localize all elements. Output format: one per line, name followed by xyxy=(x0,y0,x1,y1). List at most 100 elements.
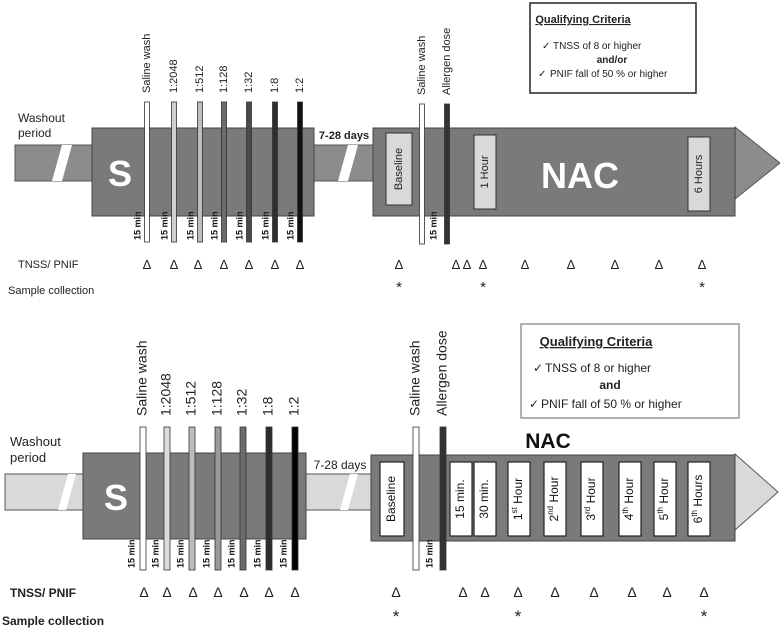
top-tnss-marker: Δ xyxy=(655,257,664,272)
top-tnss-marker: Δ xyxy=(463,257,472,272)
bottom-nac-box-9: 6th Hours xyxy=(687,461,711,537)
bottom-nac-box-8: 5th Hour xyxy=(653,461,677,537)
top-screening-dose-2: 1:2048 15 min xyxy=(159,59,180,243)
top-nac-interval-label: 15 min xyxy=(428,211,438,240)
bottom-nac-box-4: 1st Hour xyxy=(507,461,531,537)
bottom-tnss-marker: Δ xyxy=(589,584,598,600)
bottom-nac-box-1: Baseline xyxy=(379,461,405,537)
svg-text:15 min.: 15 min. xyxy=(453,479,467,518)
top-tnss-marker: Δ xyxy=(194,257,203,272)
svg-text:30 min.: 30 min. xyxy=(477,479,491,518)
bottom-criteria-line1: TNSS of 8 or higher xyxy=(545,361,651,375)
bottom-nac-label: NAC xyxy=(525,430,571,453)
bottom-washout-label-2: period xyxy=(10,450,46,465)
top-criteria-line1: TNSS of 8 or higher xyxy=(553,41,642,52)
svg-text:1st Hour: 1st Hour xyxy=(510,478,526,520)
bottom-nac-dose-1: Saline wash xyxy=(407,341,423,571)
top-sample-markers: *** xyxy=(396,279,705,296)
svg-text:1:128: 1:128 xyxy=(218,65,230,93)
top-interval-label: 15 min xyxy=(159,211,169,240)
top-screening-dose-1: Saline wash 15 min xyxy=(132,34,153,243)
bottom-interval-label: 15 min xyxy=(278,539,288,568)
bottom-nac-box-2: 15 min. xyxy=(449,461,473,537)
svg-text:1:8: 1:8 xyxy=(269,78,281,93)
bottom-tnss-marker: Δ xyxy=(188,584,197,600)
svg-text:Allergen dose: Allergen dose xyxy=(434,330,450,416)
top-tnss-marker: Δ xyxy=(170,257,179,272)
svg-text:3rd Hour: 3rd Hour xyxy=(583,477,599,520)
top-interval-label: 15 min xyxy=(185,211,195,240)
top-washout-label-2: period xyxy=(18,126,51,140)
svg-text:Saline wash: Saline wash xyxy=(134,341,150,417)
top-interval-label: 15 min xyxy=(209,211,219,240)
top-interval-label: 15 min xyxy=(285,211,295,240)
bottom-sample-marker: * xyxy=(393,607,400,626)
bottom-qualifying-criteria-box: Qualifying Criteria ✓ TNSS of 8 or highe… xyxy=(520,323,740,419)
top-tnss-marker: Δ xyxy=(698,257,707,272)
top-tnss-marker: Δ xyxy=(296,257,305,272)
top-nac-box-6-hours: 6 Hours xyxy=(687,136,711,212)
bottom-screening-dose-7: 1:215 min xyxy=(278,396,302,571)
svg-text:✓: ✓ xyxy=(538,69,546,80)
top-tnss-label: TNSS/ PNIF xyxy=(18,259,79,271)
svg-text:5th Hour: 5th Hour xyxy=(656,478,672,521)
top-interval-label: 15 min xyxy=(132,211,142,240)
bottom-nac-box-3: 30 min. xyxy=(473,461,497,537)
svg-text:✓: ✓ xyxy=(542,41,550,52)
svg-text:✓: ✓ xyxy=(533,361,543,375)
bottom-screening-dose-6: 1:815 min xyxy=(252,396,276,571)
svg-text:Saline wash: Saline wash xyxy=(141,34,153,93)
top-tnss-marker: Δ xyxy=(271,257,280,272)
top-nac-box-baseline: Baseline xyxy=(385,132,413,206)
bottom-screening-label: S xyxy=(104,477,128,518)
bottom-tnss-marker: Δ xyxy=(290,584,299,600)
top-tnss-marker: Δ xyxy=(521,257,530,272)
top-nac-box-1-hour: 1 Hour xyxy=(473,134,497,210)
bottom-tnss-marker: Δ xyxy=(458,584,467,600)
bottom-criteria-title: Qualifying Criteria xyxy=(540,334,653,349)
bottom-interval-label: 15 min xyxy=(226,539,236,568)
top-sample-label: Sample collection xyxy=(8,285,94,297)
svg-text:Baseline: Baseline xyxy=(384,476,398,522)
bottom-nac-box-5: 2nd Hour xyxy=(543,461,567,537)
top-nac-dose-2: Allergen dose xyxy=(441,28,453,245)
bottom-nac-boxes: Baseline 15 min. 30 min. 1st Hour 2nd Hour 3r… xyxy=(379,461,711,537)
top-sample-marker: * xyxy=(699,279,705,296)
svg-text:1:8: 1:8 xyxy=(260,396,276,416)
bottom-sample-marker: * xyxy=(515,607,522,626)
top-tnss-marker: Δ xyxy=(143,257,152,272)
bottom-nac-box-6: 3rd Hour xyxy=(580,461,604,537)
top-qualifying-criteria-box: Qualifying Criteria ✓ TNSS of 8 or highe… xyxy=(529,2,697,94)
svg-text:4th Hour: 4th Hour xyxy=(621,478,637,521)
top-sample-marker: * xyxy=(480,279,486,296)
bottom-nac-box-7: 4th Hour xyxy=(618,461,642,537)
svg-text:Saline wash: Saline wash xyxy=(416,36,428,95)
bottom-interval-label: 15 min xyxy=(201,539,211,568)
svg-text:1:32: 1:32 xyxy=(234,389,250,416)
top-screening-dose-7: 1:215 min xyxy=(285,78,306,243)
bottom-tnss-marker: Δ xyxy=(627,584,636,600)
svg-text:Baseline: Baseline xyxy=(393,148,405,190)
bottom-criteria-line2: PNIF fall of 50 % or higher xyxy=(541,397,682,411)
top-tnss-marker: Δ xyxy=(567,257,576,272)
bottom-interval-label: 15 min xyxy=(150,539,160,568)
bottom-tnss-marker: Δ xyxy=(662,584,671,600)
bottom-nac-dose-2: Allergen dose xyxy=(434,330,450,571)
bottom-tnss-marker: Δ xyxy=(699,584,708,600)
bottom-tnss-marker: Δ xyxy=(264,584,273,600)
svg-text:Allergen dose: Allergen dose xyxy=(441,28,453,95)
bottom-washout-label: Washout xyxy=(10,434,61,449)
bottom-tnss-marker: Δ xyxy=(239,584,248,600)
svg-text:1:2048: 1:2048 xyxy=(168,59,180,93)
top-days-label: 7-28 days xyxy=(319,130,369,142)
bottom-days-label: 7-28 days xyxy=(314,458,367,472)
svg-text:1:512: 1:512 xyxy=(183,381,199,416)
